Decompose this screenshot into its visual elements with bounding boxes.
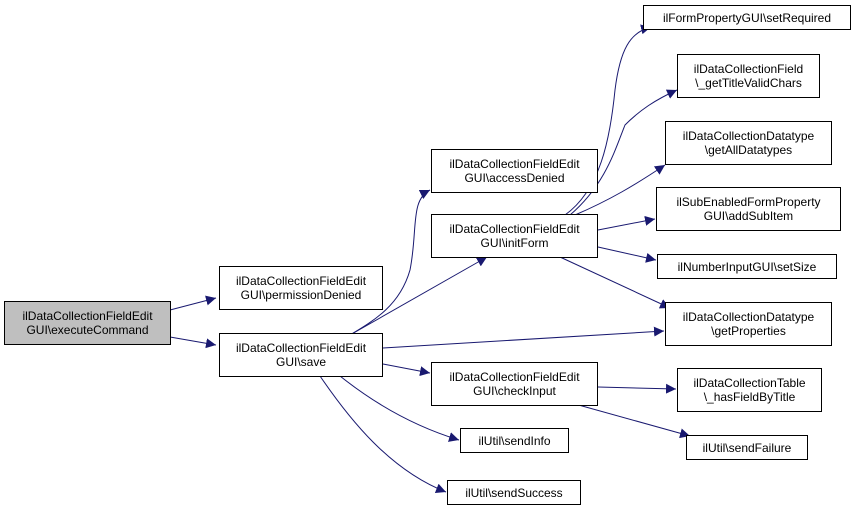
node-get-properties[interactable]: ilDataCollectionDatatype \getProperties [665, 302, 832, 346]
node-init-form-line2: GUI\initForm [480, 236, 549, 250]
node-get-properties-line1: ilDataCollectionDatatype [682, 310, 815, 324]
node-send-success[interactable]: ilUtil\sendSuccess [447, 480, 581, 505]
edge-save-to-get-properties [382, 326, 665, 349]
node-has-field-by-title[interactable]: ilDataCollectionTable \_hasFieldByTitle [677, 368, 822, 412]
node-access-denied-line1: ilDataCollectionFieldEdit [449, 157, 580, 171]
node-check-input-line1: ilDataCollectionFieldEdit [449, 370, 580, 384]
node-all-datatypes-line2: \getAllDatatypes [704, 143, 793, 157]
edge-init-form-to-add-sub-item [597, 215, 656, 231]
node-send-success-line1: ilUtil\sendSuccess [465, 485, 563, 500]
node-has-field-by-title-line1: ilDataCollectionTable [693, 376, 806, 390]
node-init-form-line1: ilDataCollectionFieldEdit [449, 222, 580, 236]
node-save[interactable]: ilDataCollectionFieldEdit GUI\save [219, 333, 383, 377]
node-title-valid-chars[interactable]: ilDataCollectionField \_getTitleValidCha… [677, 54, 820, 98]
node-all-datatypes[interactable]: ilDataCollectionDatatype \getAllDatatype… [665, 121, 832, 165]
node-access-denied[interactable]: ilDataCollectionFieldEdit GUI\accessDeni… [431, 149, 598, 193]
edge-init-form-to-get-properties [559, 256, 671, 309]
node-send-failure-line1: ilUtil\sendFailure [702, 440, 792, 455]
node-permission-denied-line1: ilDataCollectionFieldEdit [235, 274, 367, 288]
edge-save-to-send-success [319, 375, 447, 493]
edge-check-input-to-has-field-by-title [597, 383, 677, 394]
node-add-sub-item[interactable]: ilSubEnabledFormProperty GUI\addSubItem [656, 187, 841, 231]
edge-save-to-send-info [339, 375, 460, 442]
node-permission-denied[interactable]: ilDataCollectionFieldEdit GUI\permission… [219, 266, 383, 310]
node-add-sub-item-line1: ilSubEnabledFormProperty [676, 195, 821, 209]
node-execute-command-line2: GUI\executeCommand [26, 323, 149, 337]
edge-execute-to-permission-denied [169, 295, 217, 311]
node-check-input[interactable]: ilDataCollectionFieldEdit GUI\checkInput [431, 362, 598, 406]
node-init-form[interactable]: ilDataCollectionFieldEdit GUI\initForm [431, 214, 598, 258]
node-set-required-line1: ilFormPropertyGUI\setRequired [662, 10, 832, 25]
edge-execute-to-save [169, 336, 217, 349]
node-send-failure[interactable]: ilUtil\sendFailure [686, 435, 808, 460]
node-send-info-line1: ilUtil\sendInfo [478, 433, 551, 448]
node-get-properties-line2: \getProperties [711, 324, 786, 338]
node-execute-command-line1: ilDataCollectionFieldEdit [22, 309, 153, 323]
node-all-datatypes-line1: ilDataCollectionDatatype [682, 129, 815, 143]
node-permission-denied-line2: GUI\permissionDenied [240, 288, 362, 302]
edge-init-form-to-set-size [597, 246, 657, 263]
node-has-field-by-title-line2: \_hasFieldByTitle [703, 390, 796, 404]
node-title-valid-chars-line2: \_getTitleValidChars [695, 76, 802, 90]
node-execute-command[interactable]: ilDataCollectionFieldEdit GUI\executeCom… [4, 301, 171, 345]
node-save-line1: ilDataCollectionFieldEdit [235, 341, 367, 355]
node-set-size[interactable]: ilNumberInputGUI\setSize [657, 254, 837, 279]
node-add-sub-item-line2: GUI\addSubItem [703, 209, 794, 223]
edge-save-to-init-form [349, 256, 488, 336]
edge-check-input-to-send-failure [574, 403, 691, 439]
node-send-info[interactable]: ilUtil\sendInfo [460, 428, 569, 453]
node-save-line2: GUI\save [275, 355, 326, 369]
node-set-size-line1: ilNumberInputGUI\setSize [677, 259, 817, 274]
edge-save-to-access-denied [349, 189, 431, 336]
edge-init-form-to-all-datatypes [574, 164, 666, 216]
node-check-input-line2: GUI\checkInput [473, 384, 556, 398]
edge-save-to-check-input [382, 363, 431, 377]
node-set-required[interactable]: ilFormPropertyGUI\setRequired [643, 5, 851, 30]
node-access-denied-line2: GUI\accessDenied [464, 171, 565, 185]
node-title-valid-chars-line1: ilDataCollectionField [693, 62, 804, 76]
